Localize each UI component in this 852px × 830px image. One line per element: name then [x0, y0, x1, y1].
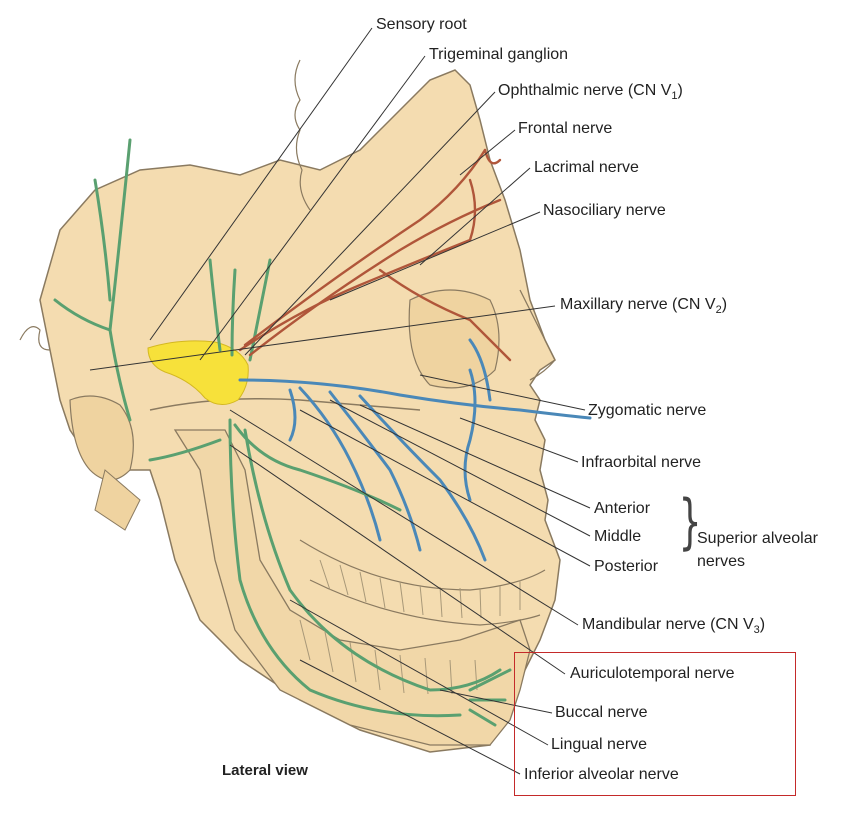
leader-lines [89, 27, 591, 775]
sensory-root-branches [53, 138, 272, 422]
label-auriculotemporal-nerve: Auriculotemporal nerve [570, 665, 735, 682]
brace-icon: } [678, 487, 702, 557]
mandibular-branches [148, 418, 512, 727]
label-mandibular-nerve: Mandibular nerve (CN V3) [582, 616, 765, 639]
label-nasociliary-nerve: Nasociliary nerve [543, 202, 666, 219]
trigeminal-ganglion-shape [147, 340, 249, 405]
label-middle: Middle [594, 528, 642, 545]
label-frontal-nerve: Frontal nerve [518, 120, 613, 137]
label-posterior: Posterior [594, 558, 659, 575]
label-infraorbital-nerve: Infraorbital nerve [581, 454, 702, 471]
label-sensory-root: Sensory root [376, 16, 467, 33]
label-superior-alveolar-1: Superior alveolar [697, 530, 818, 547]
label-superior-alveolar-2: nerves [697, 553, 746, 570]
maxillary-sub: 2 [715, 304, 722, 317]
mandibular-sub: 3 [753, 624, 760, 637]
label-anterior: Anterior [594, 500, 651, 517]
mandibular-close: ) [759, 616, 766, 633]
mandibular-text: Mandibular nerve (CN V [582, 616, 754, 633]
figure-caption: Lateral view [222, 762, 308, 779]
ophthalmic-text: Ophthalmic nerve (CN V [498, 82, 672, 99]
maxillary-text: Maxillary nerve (CN V [560, 296, 716, 313]
label-ophthalmic-nerve: Ophthalmic nerve (CN V1) [498, 82, 683, 105]
label-lingual-nerve: Lingual nerve [551, 736, 648, 753]
label-buccal-nerve: Buccal nerve [555, 704, 648, 721]
ophthalmic-sub: 1 [671, 90, 678, 103]
label-inferior-alveolar-nerve: Inferior alveolar nerve [524, 766, 679, 783]
maxillary-branches [238, 338, 592, 562]
ophthalmic-close: ) [677, 82, 683, 99]
maxillary-close: ) [721, 296, 728, 313]
label-maxillary-nerve: Maxillary nerve (CN V2) [560, 296, 727, 319]
highlight-box [514, 652, 796, 796]
label-trigeminal-ganglion: Trigeminal ganglion [429, 46, 569, 63]
label-zygomatic-nerve: Zygomatic nerve [588, 402, 707, 419]
label-lacrimal-nerve: Lacrimal nerve [534, 159, 639, 176]
